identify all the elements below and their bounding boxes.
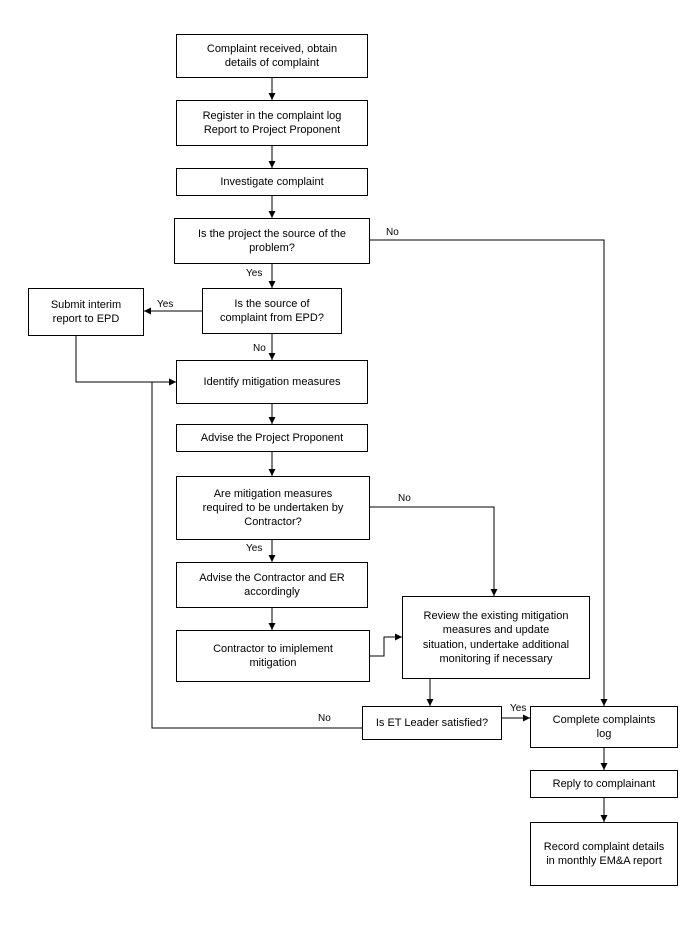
node-register-log: Register in the complaint log Report to … — [176, 100, 368, 146]
arrow-required-no-review — [370, 506, 498, 596]
node-review-measures: Review the existing mitigation measures … — [402, 596, 590, 679]
label-source-yes: Yes — [246, 268, 263, 279]
arrow-source-no-complete — [370, 239, 608, 706]
node-complete-log: Complete complaints log — [530, 706, 678, 748]
node-contractor-implement: Contractor to imiplement mitigation — [176, 630, 370, 682]
label-satisfied-no: No — [318, 713, 331, 724]
node-et-leader-satisfied: Is ET Leader satisfied? — [362, 706, 502, 740]
label-epd-no: No — [253, 343, 266, 354]
arrow-satisfied-no-identify — [151, 378, 362, 729]
label-required-no: No — [398, 493, 411, 504]
node-advise-contractor: Advise the Contractor and ER accordingly — [176, 562, 368, 608]
label-source-no: No — [386, 227, 399, 238]
node-is-project-source: Is the project the source of the problem… — [174, 218, 370, 264]
label-satisfied-yes: Yes — [510, 703, 527, 714]
label-epd-yes: Yes — [157, 299, 174, 310]
node-advise-proponent: Advise the Project Proponent — [176, 424, 368, 452]
node-complaint-received: Complaint received, obtain details of co… — [176, 34, 368, 78]
node-submit-interim: Submit interim report to EPD — [28, 288, 144, 336]
node-investigate: Investigate complaint — [176, 168, 368, 196]
node-are-measures-required: Are mitigation measures required to be u… — [176, 476, 370, 540]
arrow-implement-review — [370, 633, 402, 657]
node-is-source-epd: Is the source of complaint from EPD? — [202, 288, 342, 334]
node-reply-complainant: Reply to complainant — [530, 770, 678, 798]
label-required-yes: Yes — [246, 543, 263, 554]
node-identify-mitigation: Identify mitigation measures — [176, 360, 368, 404]
node-record-details: Record complaint details in monthly EM&A… — [530, 822, 678, 886]
arrow-interim-identify — [75, 336, 176, 386]
